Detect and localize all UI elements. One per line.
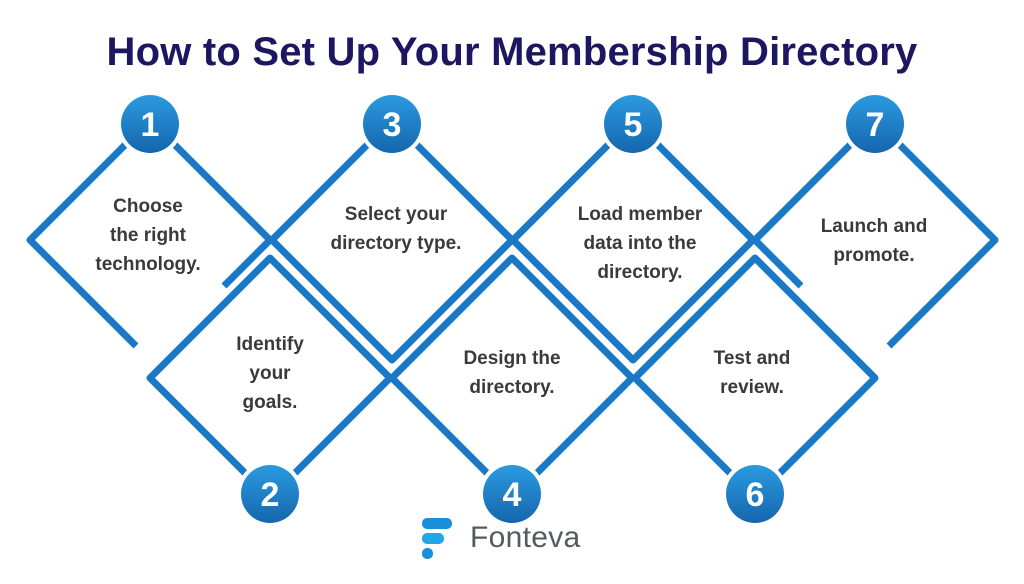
step-6-number: 6 [746, 476, 765, 514]
step-5-label: Load member data into the directory. [577, 204, 703, 283]
step-5-diamond [509, 116, 757, 364]
step-1-number: 1 [141, 106, 160, 144]
step-3-label: Select your directory type. [330, 204, 462, 254]
brand-name: Fonteva [470, 521, 581, 554]
step-1-badge: 1 [117, 91, 183, 157]
step-7-label: Launch and promote. [820, 216, 928, 266]
step-6-label: Test and review. [713, 348, 791, 398]
step-4-label: Design the directory. [463, 348, 561, 398]
step-3-badge: 3 [359, 91, 425, 157]
step-3-number: 3 [383, 106, 402, 144]
brand-logo: Fonteva [418, 516, 581, 560]
step-7-badge: 7 [842, 91, 908, 157]
step-7-number: 7 [866, 106, 885, 144]
step-4-number: 4 [503, 476, 522, 514]
step-1-label: Choose the right technology. [95, 196, 201, 275]
step-4-badge: 4 [479, 461, 545, 527]
step-6-badge: 6 [722, 461, 788, 527]
page-title: How to Set Up Your Membership Directory [106, 30, 918, 74]
step-5-number: 5 [624, 106, 643, 144]
step-5-badge: 5 [600, 91, 666, 157]
step-2-badge: 2 [237, 461, 303, 527]
step-2-number: 2 [261, 476, 280, 514]
step-3-diamond [268, 116, 516, 364]
fonteva-logo-icon [422, 518, 452, 559]
step-2-label: Identify your goals. [236, 334, 304, 413]
step-7-diamond [751, 119, 999, 349]
